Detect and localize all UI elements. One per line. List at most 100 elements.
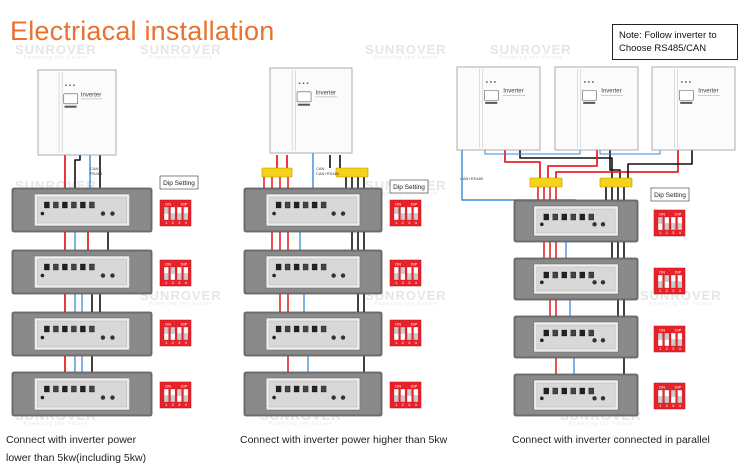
dip-toggle [671,281,676,288]
dip-number: 4 [185,280,188,285]
busbar [599,177,633,188]
battery-port [80,385,86,393]
battery-panel-inner [268,380,358,408]
battery-port [293,325,300,333]
dip-dip-label: DIP [181,262,188,267]
terminal-negative [100,211,106,216]
dip-toggle [677,339,682,346]
dip-number: 3 [178,340,181,345]
positive-cable [504,150,541,178]
battery-port [44,263,50,271]
terminal-negative [331,395,336,400]
battery-port [293,385,300,393]
terminal-positive [340,335,346,340]
inverter-button [64,105,77,108]
comm-cable [599,150,661,155]
battery-module [11,249,153,295]
battery-switch [272,335,276,340]
battery-port [561,271,567,279]
battery-port [543,329,549,337]
dip-number: 2 [172,280,175,285]
battery-switch [272,273,276,278]
battery-module [243,187,383,233]
battery-panel-inner [268,258,358,286]
terminal-negative [331,335,336,340]
dip-toggle [677,396,682,403]
dip-toggle [400,267,405,274]
terminal-negative [331,273,336,278]
dip-number: 1 [395,220,398,225]
dip-toggle [164,273,169,280]
dip-toggle [183,333,188,340]
battery-port [284,385,291,393]
inverter-body [37,69,117,156]
caption-left: Connect with inverter power lower than 5… [6,433,146,466]
dip-on-label: ON [659,328,665,333]
rs485-label: RS485 [90,171,103,176]
inverter-unit: Inverter [554,66,639,151]
dip-toggle [394,273,399,280]
dip-setting-text: Dip Setting [393,184,425,191]
dip-dip-label: DIP [181,202,188,207]
dip-toggle [164,395,169,402]
terminal-positive [110,273,115,278]
can-rs485-label: CAN+RS485 [316,171,340,176]
battery-switch [40,335,45,340]
led-indicator [65,84,67,87]
battery-port [579,213,585,221]
dip-number: 4 [185,340,188,345]
battery-port [284,201,291,209]
dip-toggle [164,207,169,214]
inverter-unit: Inverter [456,66,541,151]
inverter-body [554,66,639,151]
battery-port [275,325,282,333]
terminal-positive [110,211,115,216]
battery-panel-inner [37,196,127,224]
dip-toggle [170,327,175,334]
dip-toggle [407,333,412,340]
battery-port [570,271,576,279]
inverter-label: Inverter [81,92,101,98]
battery-port [71,325,77,333]
battery-switch [40,395,45,400]
terminal-positive [600,338,606,343]
battery-port [275,263,282,271]
dip-number: 1 [165,280,168,285]
dip-toggle [658,396,663,403]
dip-number: 2 [402,280,405,285]
inverter-label: Inverter [316,90,336,96]
battery-port [275,201,282,209]
battery-port [320,263,327,271]
dip-number: 3 [408,340,411,345]
battery-panel-inner [37,380,127,408]
dip-number: 4 [185,402,188,407]
inverter-display [582,89,597,101]
dip-toggle [183,213,188,220]
dip-number: 1 [395,280,398,285]
dip-dip-label: DIP [675,385,682,390]
battery-port [320,385,327,393]
dip-on-label: ON [395,322,401,327]
negative-cable [627,150,693,178]
led-indicator [688,81,691,83]
dip-toggle [170,395,175,402]
battery-port [588,387,594,395]
dip-setting-label: Dip Setting [650,187,690,202]
dip-dip-label: DIP [411,322,418,327]
dip-number: 1 [165,340,168,345]
terminal-negative [100,395,106,400]
dip-setting-box [389,179,429,194]
terminal-negative [331,211,336,216]
battery-port [543,387,549,395]
battery-port [80,201,86,209]
dip-toggle [413,213,418,220]
battery-switch [40,273,45,278]
inverter-display [63,93,79,105]
battery-panel-inner [37,320,127,348]
dip-toggle [400,213,405,220]
battery-port [89,201,95,209]
